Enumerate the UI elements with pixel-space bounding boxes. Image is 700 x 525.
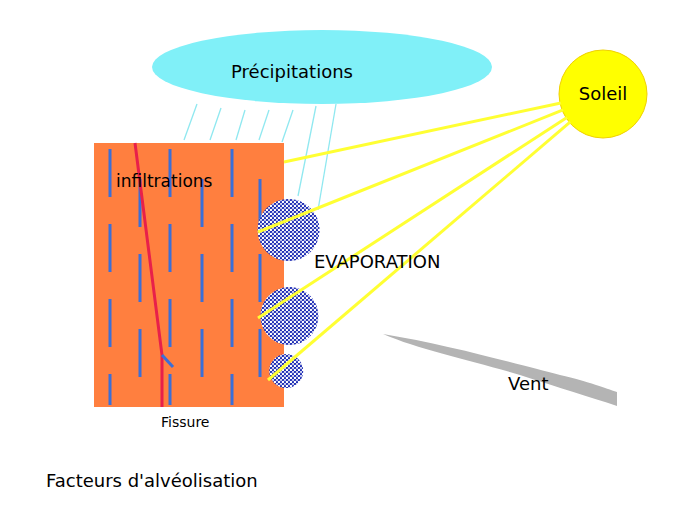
infiltration-dash [109,299,112,347]
node-label: infiltrations [116,171,212,191]
infiltration-dash [259,329,262,377]
infiltration-dash [201,254,204,302]
node-label: Précipitations [231,61,353,83]
infiltration-dash [231,224,234,272]
infiltration-dash [109,374,112,405]
process-label: EVAPORATION [314,251,441,273]
infiltration-dash [139,254,142,302]
sun-ray [268,122,570,380]
alveole [260,287,318,345]
sun-ray [258,110,563,232]
node-label: Soleil [579,83,628,105]
precipitation-cloud: Précipitations [152,30,492,104]
infiltration-dash [139,329,142,377]
infiltration-dash [231,299,234,347]
wind-label: Vent [508,373,548,395]
infiltration-dash [201,329,204,377]
sun-circle: Soleil [558,49,648,139]
wind-arc [383,334,617,406]
infiltration-dash [259,254,262,302]
infiltration-dash [169,299,172,347]
fissure-label: Fissure [161,414,209,431]
alveole [269,354,303,388]
infiltration-dash [109,224,112,272]
figure-caption: Facteurs d'alvéolisation [46,470,258,492]
infiltration-dash [231,374,234,405]
infiltration-dash [231,149,234,197]
rock-block: infiltrations [94,143,284,407]
sun-ray [284,103,561,162]
infiltration-dash [169,224,172,272]
infiltration-dash [169,374,172,405]
sun-ray [258,117,567,318]
infiltration-dash [109,149,112,197]
